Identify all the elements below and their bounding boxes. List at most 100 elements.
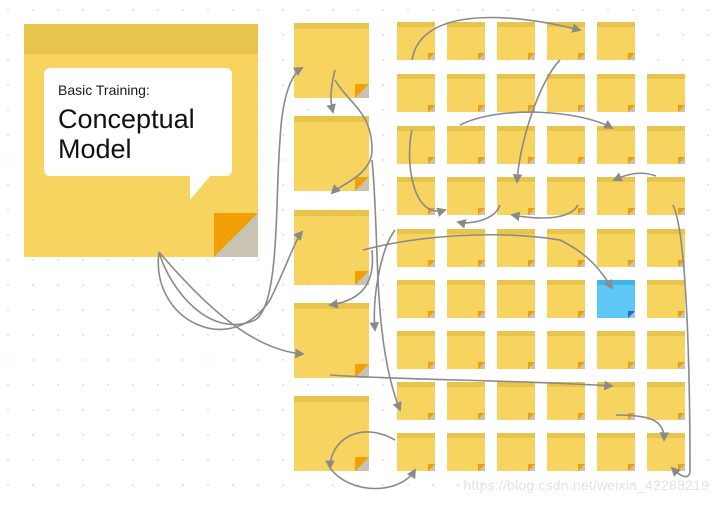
note-corner-fold bbox=[478, 105, 485, 112]
note-corner-fold bbox=[678, 260, 685, 267]
background-dot bbox=[307, 384, 309, 386]
background-dot bbox=[482, 484, 484, 486]
background-dot bbox=[107, 434, 109, 436]
grid-sticky-note bbox=[497, 331, 535, 369]
background-dot bbox=[707, 84, 709, 86]
grid-sticky-note bbox=[397, 126, 435, 164]
grid-sticky-note bbox=[497, 74, 535, 112]
background-dot bbox=[382, 134, 384, 136]
background-dot bbox=[707, 34, 709, 36]
note-corner-fold bbox=[428, 413, 435, 420]
title-text: Conceptual Model bbox=[58, 104, 195, 164]
note-corner-fold bbox=[355, 177, 369, 191]
background-dot bbox=[82, 259, 84, 261]
note-corner-fold bbox=[528, 362, 535, 369]
background-dot bbox=[357, 484, 359, 486]
subtitle-text: Basic Training: bbox=[58, 82, 150, 98]
note-corner-fold bbox=[578, 260, 585, 267]
grid-sticky-note bbox=[597, 177, 635, 215]
background-dot bbox=[82, 359, 84, 361]
note-corner-fold bbox=[628, 311, 635, 318]
background-dot bbox=[232, 309, 234, 311]
grid-sticky-note bbox=[597, 74, 635, 112]
background-dot bbox=[682, 59, 684, 61]
background-dot bbox=[307, 484, 309, 486]
background-dot bbox=[107, 484, 109, 486]
background-dot bbox=[207, 459, 209, 461]
background-dot bbox=[32, 484, 34, 486]
note-corner-fold bbox=[428, 53, 435, 60]
background-dot bbox=[182, 409, 184, 411]
background-dot bbox=[257, 9, 259, 11]
background-dot bbox=[282, 234, 284, 236]
note-corner-fold bbox=[478, 208, 485, 215]
background-dot bbox=[57, 259, 59, 261]
note-corner-fold bbox=[678, 464, 685, 471]
background-dot bbox=[282, 59, 284, 61]
background-dot bbox=[432, 484, 434, 486]
note-corner-fold bbox=[355, 271, 369, 285]
background-dot bbox=[107, 334, 109, 336]
highlighted-sticky-note bbox=[597, 280, 635, 318]
background-dot bbox=[707, 434, 709, 436]
note-corner-fold bbox=[478, 362, 485, 369]
background-dot bbox=[382, 334, 384, 336]
background-dot bbox=[107, 459, 109, 461]
background-dot bbox=[182, 334, 184, 336]
background-dot bbox=[132, 359, 134, 361]
background-dot bbox=[382, 234, 384, 236]
background-dot bbox=[57, 384, 59, 386]
background-dot bbox=[607, 9, 609, 11]
background-dot bbox=[382, 259, 384, 261]
background-dot bbox=[157, 9, 159, 11]
background-dot bbox=[7, 209, 9, 211]
grid-sticky-note bbox=[547, 280, 585, 318]
background-dot bbox=[107, 284, 109, 286]
background-dot bbox=[707, 484, 709, 486]
background-dot bbox=[532, 9, 534, 11]
note-corner-fold bbox=[214, 213, 258, 257]
note-corner-fold bbox=[628, 105, 635, 112]
grid-sticky-note bbox=[497, 177, 535, 215]
grid-sticky-note bbox=[597, 229, 635, 267]
background-dot bbox=[182, 9, 184, 11]
grid-sticky-note bbox=[647, 229, 685, 267]
background-dot bbox=[232, 409, 234, 411]
background-dot bbox=[282, 309, 284, 311]
background-dot bbox=[207, 409, 209, 411]
grid-sticky-note bbox=[497, 126, 535, 164]
background-dot bbox=[7, 359, 9, 361]
note-corner-fold bbox=[678, 208, 685, 215]
background-dot bbox=[282, 284, 284, 286]
background-dot bbox=[157, 309, 159, 311]
background-dot bbox=[7, 9, 9, 11]
background-dot bbox=[107, 9, 109, 11]
background-dot bbox=[382, 184, 384, 186]
background-dot bbox=[282, 484, 284, 486]
background-dot bbox=[7, 459, 9, 461]
note-corner-fold bbox=[628, 260, 635, 267]
background-dot bbox=[282, 459, 284, 461]
background-dot bbox=[32, 384, 34, 386]
grid-sticky-note bbox=[647, 280, 685, 318]
background-dot bbox=[207, 434, 209, 436]
watermark-url: https://blog.csdn.net/weixin_42288219 bbox=[463, 477, 709, 493]
background-dot bbox=[657, 9, 659, 11]
background-dot bbox=[32, 9, 34, 11]
background-dot bbox=[282, 209, 284, 211]
note-corner-fold bbox=[578, 464, 585, 471]
background-dot bbox=[182, 309, 184, 311]
grid-sticky-note bbox=[497, 22, 535, 60]
background-dot bbox=[82, 9, 84, 11]
background-dot bbox=[582, 9, 584, 11]
background-dot bbox=[707, 259, 709, 261]
note-corner-fold bbox=[528, 208, 535, 215]
background-dot bbox=[157, 434, 159, 436]
background-dot bbox=[382, 109, 384, 111]
background-dot bbox=[207, 334, 209, 336]
background-dot bbox=[357, 384, 359, 386]
note-corner-fold bbox=[578, 208, 585, 215]
background-dot bbox=[32, 434, 34, 436]
background-dot bbox=[7, 409, 9, 411]
background-dot bbox=[707, 209, 709, 211]
